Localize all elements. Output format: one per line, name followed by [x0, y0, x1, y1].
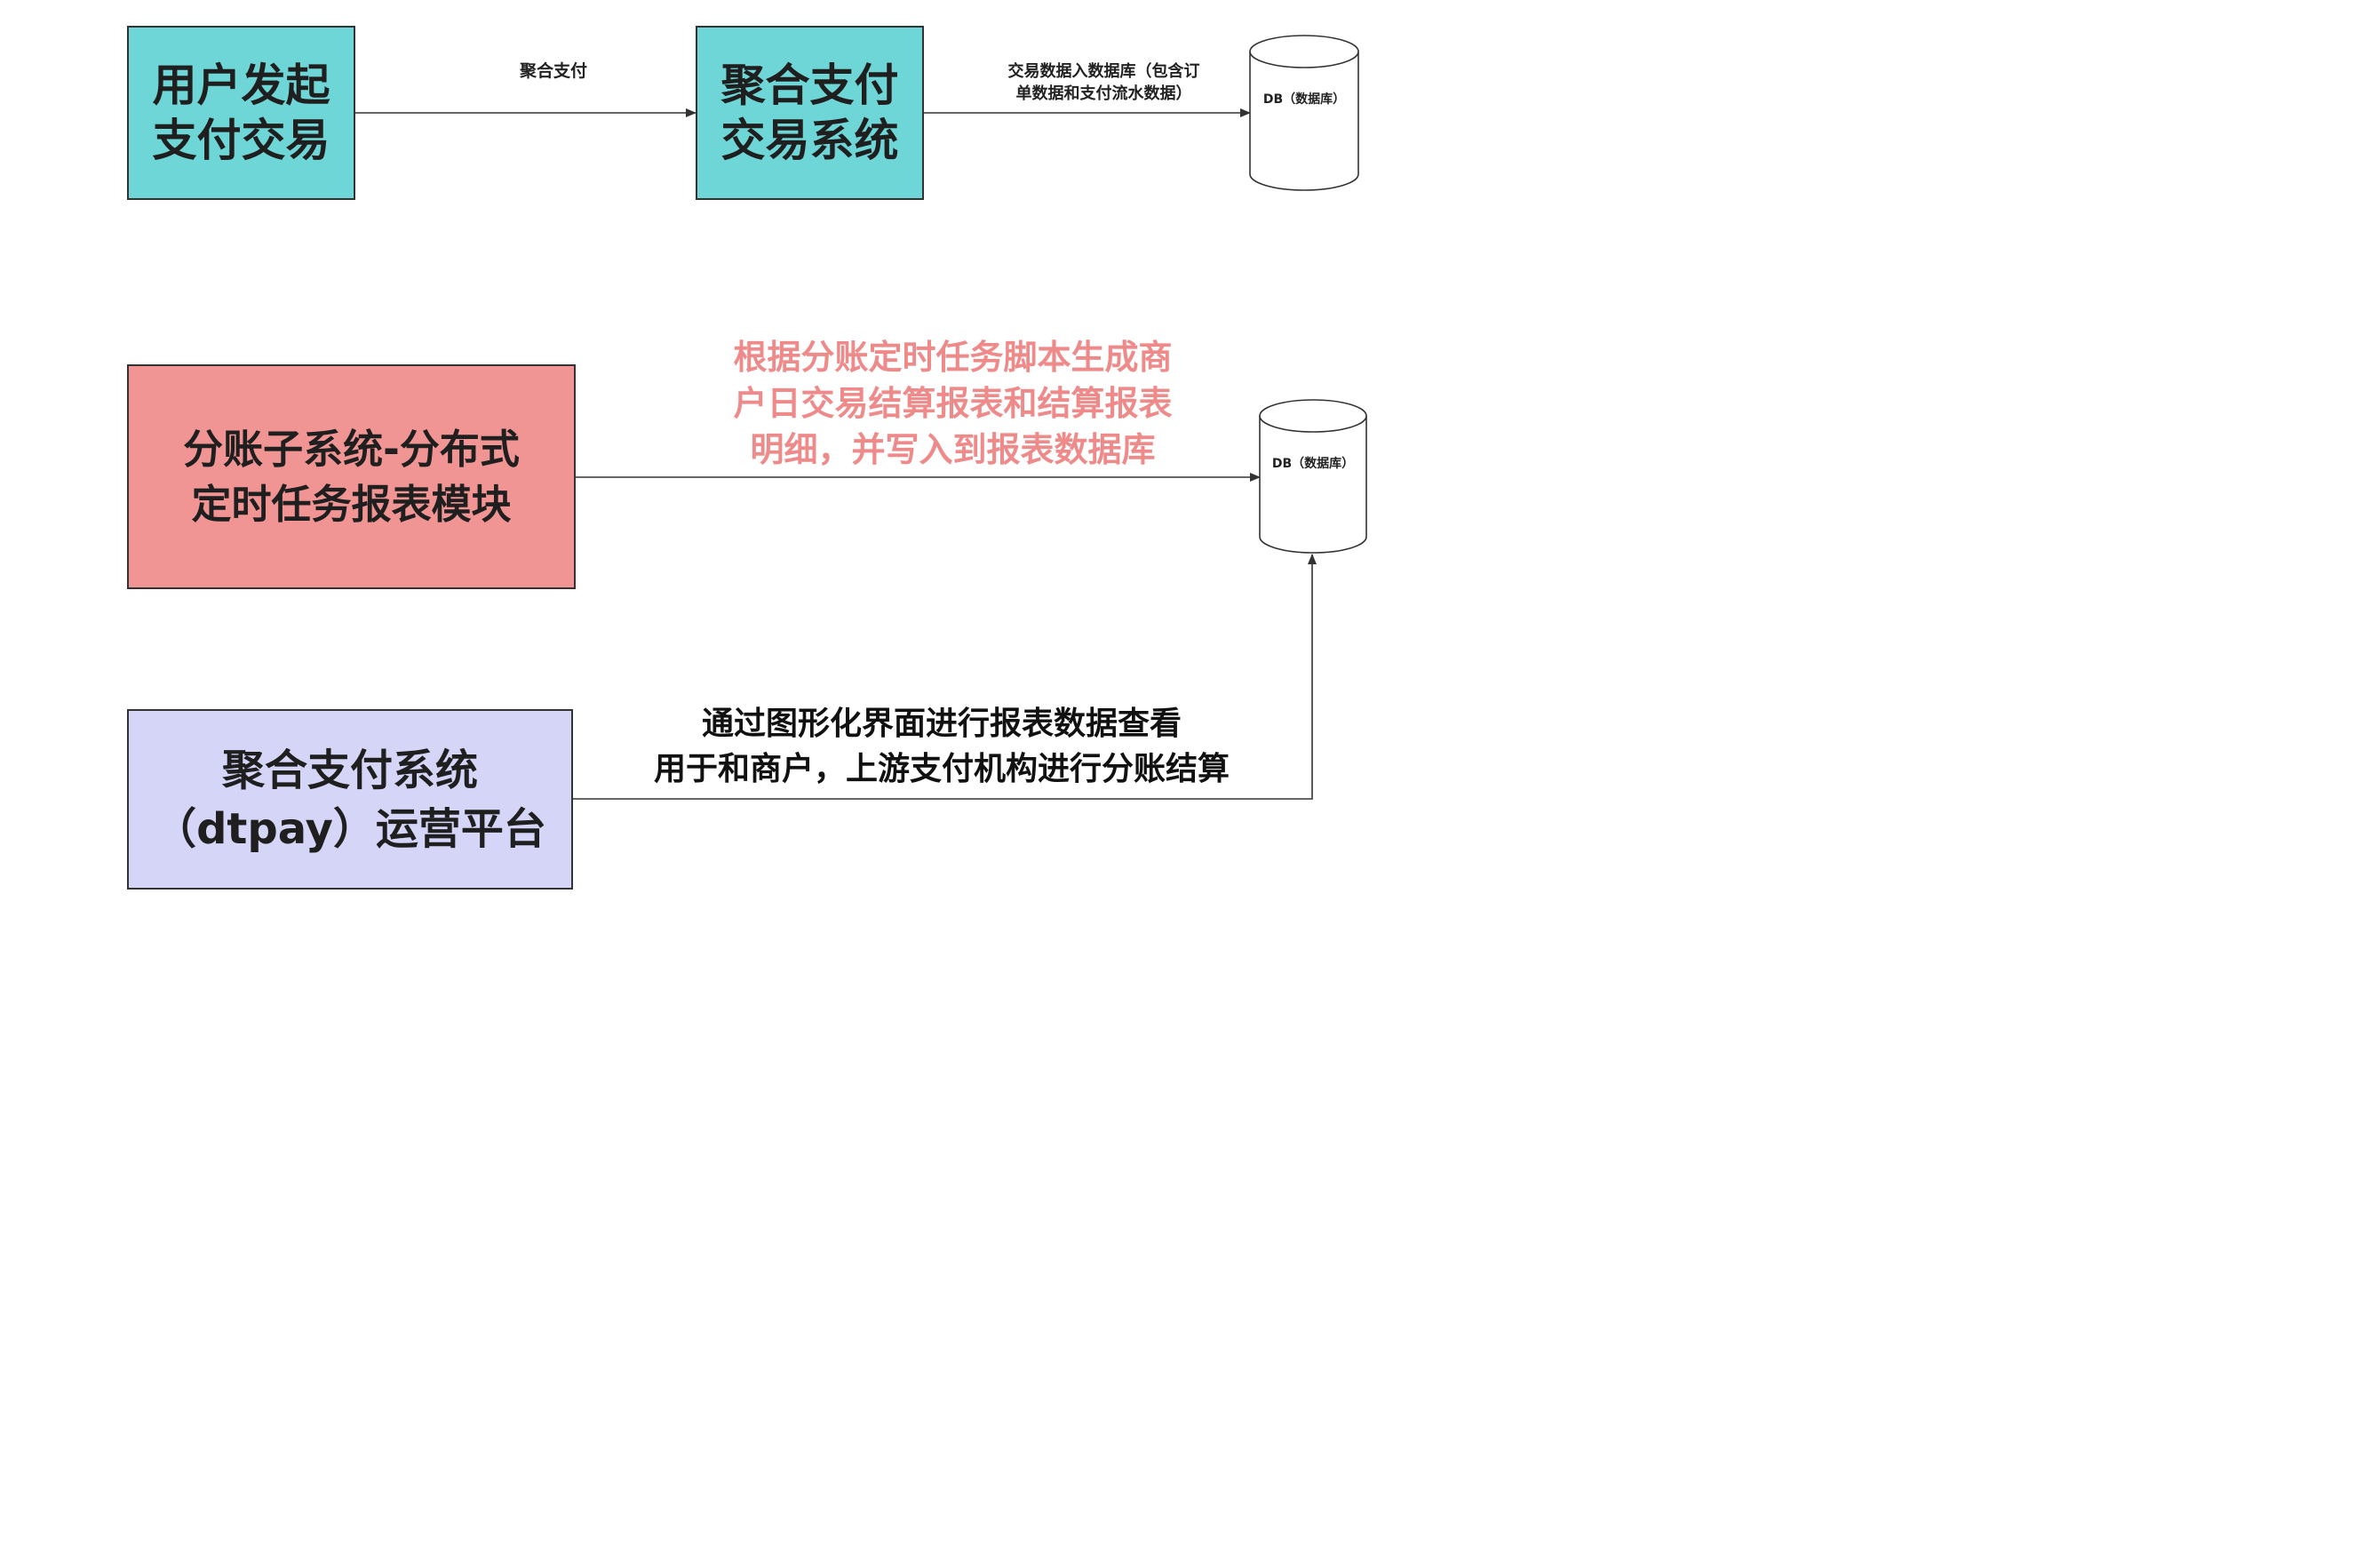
db-bottom-label: DB（数据库）	[1271, 457, 1355, 471]
edge-label-ops-to-db: 通过图形化界面进行报表数据查看 用于和商户，上游支付机构进行分账结算	[653, 706, 1230, 787]
node-aggregate-system-label: 聚合支付 交易系统	[720, 60, 899, 166]
node-user-payment-label: 用户发起 支付交易	[152, 60, 330, 166]
connectors-layer	[354, 35, 1367, 800]
node-split-module-label: 分账子系统-分布式 定时任务报表模块	[183, 425, 520, 528]
edge-label-user-to-aggregate: 聚合支付	[519, 61, 587, 81]
edge-ops-to-db	[573, 554, 1317, 800]
node-aggregate-system[interactable]: 聚合支付 交易系统	[696, 26, 924, 200]
node-user-payment[interactable]: 用户发起 支付交易	[127, 26, 355, 200]
node-ops-platform-label: 聚合支付系统 （dtpay）运营平台	[154, 745, 546, 854]
node-split-module[interactable]: 分账子系统-分布式 定时任务报表模块	[127, 364, 576, 589]
node-ops-platform[interactable]: 聚合支付系统 （dtpay）运营平台	[127, 709, 573, 890]
db-cylinder-top	[1249, 35, 1359, 191]
db-cylinder-bottom	[1259, 399, 1367, 554]
edge-label-split-to-db: 根据分账定时任务脚本生成商 户日交易结算报表和结算报表 明细，并写入到报表数据库	[733, 338, 1173, 469]
edge-label-aggregate-to-db: 交易数据入数据库（包含订 单数据和支付流水数据）	[1007, 62, 1200, 103]
db-top-label: DB（数据库）	[1262, 92, 1346, 107]
